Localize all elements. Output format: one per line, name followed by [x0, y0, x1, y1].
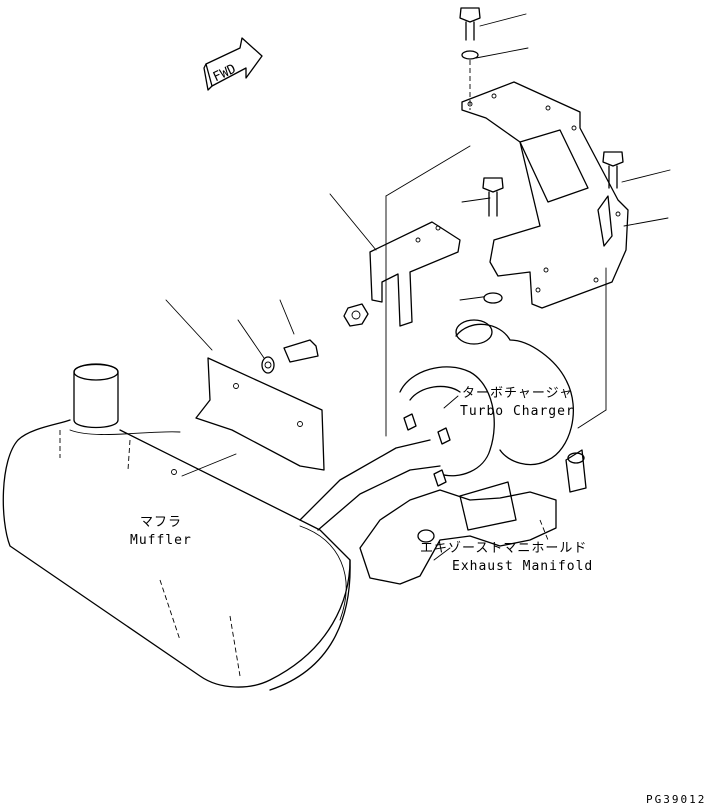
forward-arrow-icon: FWD	[203, 37, 263, 91]
exhaust-manifold-label-jp: エキゾーストマニホールド	[420, 541, 588, 556]
turbo-charger-label-en: Turbo Charger	[460, 404, 575, 419]
bolt-right	[602, 151, 624, 189]
bolt-top	[459, 7, 481, 110]
small-bracket	[343, 221, 461, 327]
bolt-left	[261, 339, 319, 374]
exhaust-manifold	[359, 481, 557, 585]
fwd-label: FWD	[211, 62, 239, 86]
muffler-plate	[171, 357, 325, 475]
muffler-label-jp: マフラ	[140, 515, 183, 530]
drawing-code: PG39012	[646, 793, 707, 806]
muffler-label-en: Muffler	[130, 533, 192, 548]
upper-bracket	[461, 81, 629, 309]
leader-lines	[165, 13, 671, 477]
caption-leaders	[433, 395, 459, 561]
turbo-charger	[399, 319, 587, 493]
exhaust-manifold-label-en: Exhaust Manifold	[452, 559, 594, 574]
muffler-body	[2, 363, 441, 691]
turbo-charger-label-jp: ターボチャージャ	[462, 386, 573, 401]
bolt-middle	[482, 177, 504, 304]
